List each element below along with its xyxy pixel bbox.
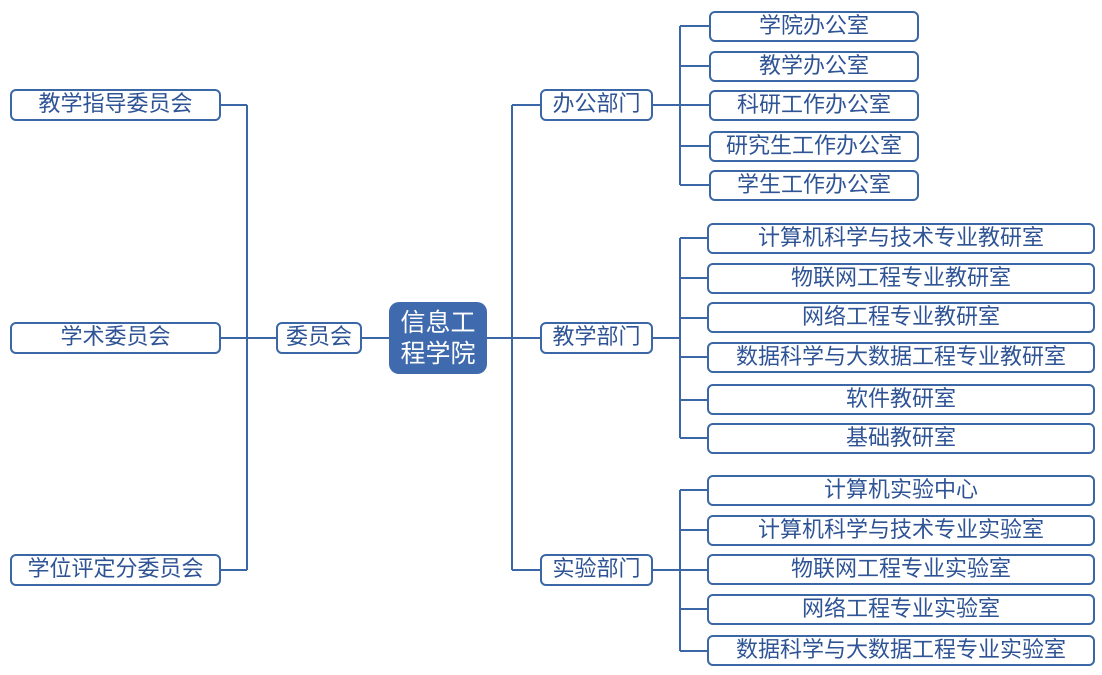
lab-child-node: 物联网工程专业实验室 bbox=[707, 554, 1095, 585]
committee-child-academic: 学术委员会 bbox=[10, 322, 221, 354]
root-label-line1: 信息工 bbox=[400, 307, 476, 337]
dept-node-teaching: 教学部门 bbox=[540, 322, 653, 354]
office-child-node: 学院办公室 bbox=[709, 11, 919, 42]
root-node: 信息工 程学院 bbox=[389, 302, 487, 374]
lab-child-node: 计算机科学与技术专业实验室 bbox=[707, 515, 1095, 546]
lab-child-node: 数据科学与大数据工程专业实验室 bbox=[707, 635, 1095, 666]
teaching-child-node: 物联网工程专业教研室 bbox=[707, 263, 1095, 294]
committee-child-degree-evaluation: 学位评定分委员会 bbox=[10, 554, 221, 586]
teaching-child-node: 软件教研室 bbox=[707, 384, 1095, 415]
teaching-child-node: 数据科学与大数据工程专业教研室 bbox=[707, 342, 1095, 373]
lab-child-node: 网络工程专业实验室 bbox=[707, 594, 1095, 625]
committee-child-teaching-guidance: 教学指导委员会 bbox=[10, 89, 221, 121]
office-child-node: 研究生工作办公室 bbox=[709, 131, 919, 162]
lab-child-node: 计算机实验中心 bbox=[707, 475, 1095, 506]
office-child-node: 科研工作办公室 bbox=[709, 90, 919, 121]
dept-node-office: 办公部门 bbox=[540, 89, 653, 121]
teaching-child-node: 网络工程专业教研室 bbox=[707, 302, 1095, 333]
dept-node-lab: 实验部门 bbox=[540, 554, 653, 586]
office-child-node: 教学办公室 bbox=[709, 51, 919, 82]
teaching-child-node: 计算机科学与技术专业教研室 bbox=[707, 223, 1095, 254]
teaching-child-node: 基础教研室 bbox=[707, 423, 1095, 454]
office-child-node: 学生工作办公室 bbox=[709, 170, 919, 201]
committee-node: 委员会 bbox=[276, 322, 362, 354]
root-label-line2: 程学院 bbox=[400, 339, 476, 368]
